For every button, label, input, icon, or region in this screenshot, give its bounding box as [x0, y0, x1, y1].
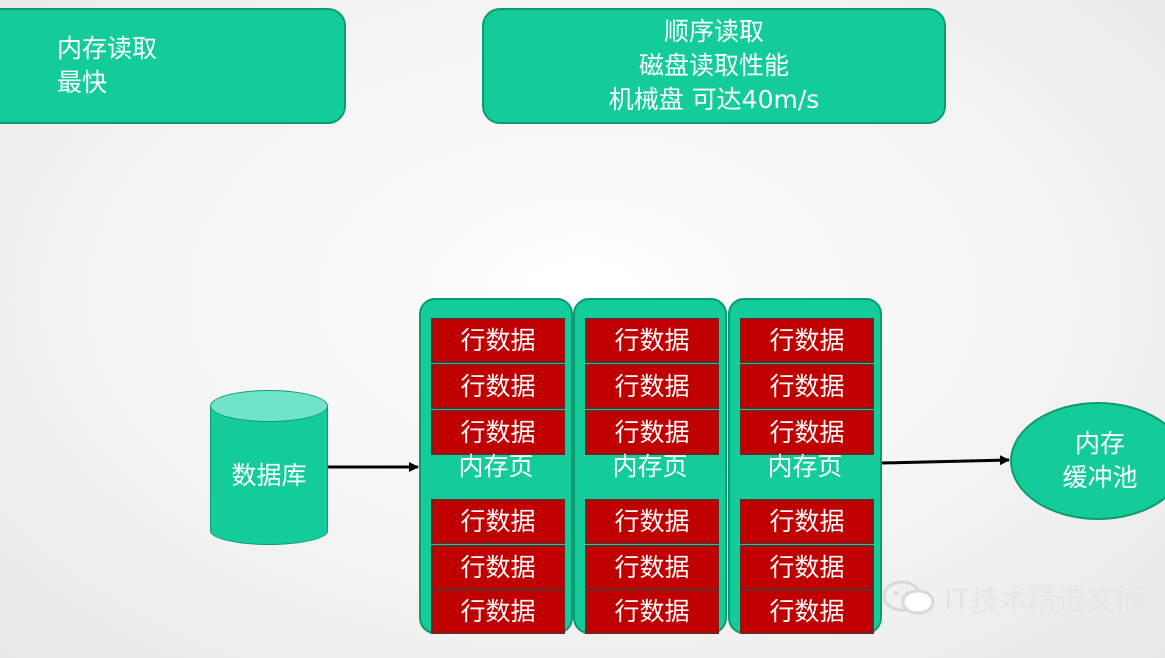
row-data: 行数据 [431, 410, 565, 455]
row-data: 行数据 [740, 410, 874, 455]
note-disk-read: 顺序读取 磁盘读取性能 机械盘 可达40m/s [482, 8, 946, 124]
row-data: 行数据 [431, 364, 565, 409]
note-line: 最快 [57, 68, 108, 97]
row-data: 行数据 [585, 499, 719, 544]
buffer-pool-ellipse: 内存 缓冲池 [1010, 402, 1165, 520]
note-memory-read: 内存读取 最快 [0, 8, 346, 124]
row-data: 行数据 [585, 589, 719, 634]
row-data: 行数据 [431, 318, 565, 363]
wechat-icon [882, 580, 935, 615]
memory-page: 行数据 行数据 行数据 内存页 行数据 行数据 行数据 [419, 298, 573, 634]
memory-page-label: 内存页 [458, 452, 534, 481]
memory-page: 行数据 行数据 行数据 内存页 行数据 行数据 行数据 [573, 298, 727, 634]
row-data: 行数据 [585, 318, 719, 363]
memory-page: 行数据 行数据 行数据 内存页 行数据 行数据 行数据 [728, 298, 882, 634]
row-data: 行数据 [740, 499, 874, 544]
memory-page-label: 内存页 [767, 452, 843, 481]
row-data: 行数据 [740, 545, 874, 590]
row-data: 行数据 [740, 589, 874, 634]
row-data: 行数据 [740, 318, 874, 363]
database-cylinder: 数据库 [210, 390, 328, 545]
cylinder-body [210, 406, 328, 545]
row-data: 行数据 [431, 499, 565, 544]
row-data: 行数据 [431, 589, 565, 634]
arrow-pages-to-buffer [881, 455, 1010, 466]
row-data: 行数据 [585, 364, 719, 409]
note-line: 顺序读取 [663, 17, 764, 46]
watermark-text: IT技术精选文摘 [944, 583, 1145, 617]
database-label: 数据库 [231, 461, 307, 490]
note-line: 机械盘 可达40m/s [608, 85, 820, 114]
row-data: 行数据 [431, 545, 565, 590]
note-line: 磁盘读取性能 [638, 51, 789, 80]
buffer-pool-label-line: 缓冲池 [1062, 463, 1138, 492]
buffer-pool-label-line: 内存 [1074, 429, 1125, 458]
cylinder-top [210, 390, 328, 422]
watermark: IT技术精选文摘 [880, 580, 1145, 617]
memory-page-label: 内存页 [612, 452, 688, 481]
row-data: 行数据 [740, 364, 874, 409]
note-line: 内存读取 [57, 34, 158, 63]
row-data: 行数据 [585, 410, 719, 455]
